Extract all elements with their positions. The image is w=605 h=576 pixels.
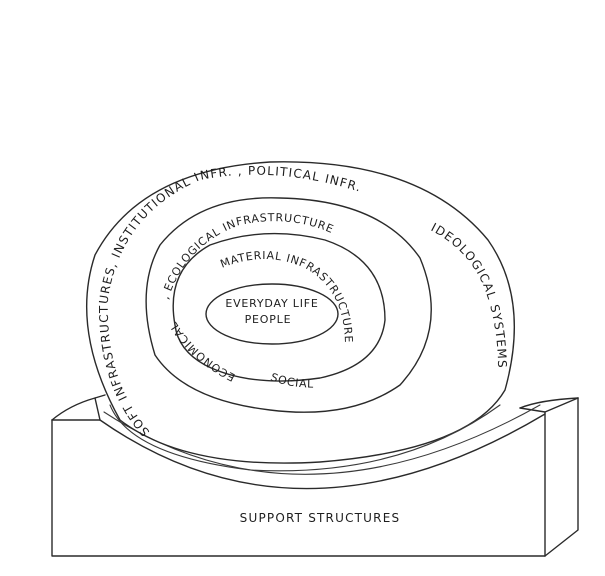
inner-ring xyxy=(172,232,386,382)
label-ideological-systems-path: IDEOLOGICAL SYSTEMS xyxy=(429,220,508,369)
label-economical: ECONOMICAL xyxy=(167,319,237,384)
label-social-path: SOCIAL xyxy=(269,371,314,391)
outer-ring-edge xyxy=(109,404,501,472)
label-ideological-systems: IDEOLOGICAL SYSTEMS xyxy=(429,220,510,369)
label-economical-path: ECONOMICAL xyxy=(167,319,237,384)
support-structure-block xyxy=(51,394,579,557)
middle-ring xyxy=(145,197,432,413)
label-social: SOCIAL xyxy=(269,371,314,391)
label-support-structures: SUPPORT STRUCTURES xyxy=(240,511,401,525)
center-ellipse xyxy=(205,283,339,345)
outer-ring xyxy=(86,161,516,464)
center-label-everyday-life: EVERYDAY LIFE xyxy=(225,297,318,310)
center-label-people: PEOPLE xyxy=(245,313,292,326)
